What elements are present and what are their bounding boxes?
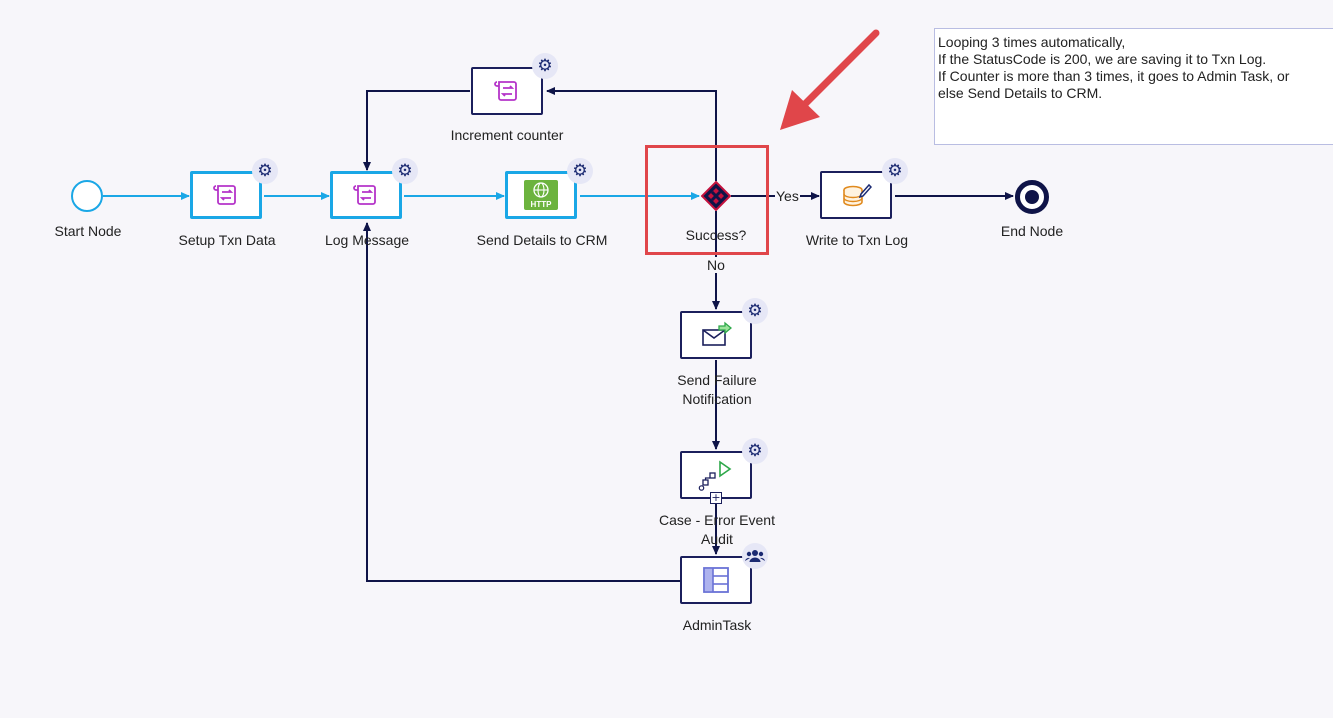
note-line: If the StatusCode is 200, we are saving … bbox=[938, 51, 1267, 67]
gateway-highlight-box bbox=[645, 145, 769, 255]
database-edit-icon bbox=[843, 183, 872, 207]
note-line: else Send Details to CRM. bbox=[938, 85, 1103, 101]
admin-task-label: AdminTask bbox=[682, 617, 752, 633]
task-form-icon bbox=[703, 567, 729, 593]
case-error-event-audit-node[interactable] bbox=[680, 451, 752, 499]
connector-increment-log bbox=[363, 90, 470, 171]
send-details-crm-label: Send Details to CRM bbox=[476, 232, 608, 248]
log-settings-gear-icon[interactable]: ⚙ bbox=[392, 158, 418, 184]
log-message-node[interactable] bbox=[330, 171, 402, 219]
start-node-label: Start Node bbox=[54, 223, 122, 239]
setup-settings-gear-icon[interactable]: ⚙ bbox=[252, 158, 278, 184]
setup-txn-data-node[interactable] bbox=[190, 171, 262, 219]
admin-task-node[interactable] bbox=[680, 556, 752, 604]
http-icon-text: HTTP bbox=[531, 200, 553, 209]
subprocess-expand-icon[interactable]: + bbox=[710, 491, 722, 504]
subprocess-icon bbox=[698, 460, 732, 491]
setup-txn-data-label: Setup Txn Data bbox=[178, 232, 276, 248]
increment-settings-gear-icon[interactable]: ⚙ bbox=[532, 53, 558, 79]
increment-counter-label: Increment counter bbox=[450, 127, 564, 143]
write-txn-log-label: Write to Txn Log bbox=[805, 232, 909, 248]
annotation-red-arrow bbox=[780, 29, 880, 130]
case-audit-label-line1: Case - Error Event bbox=[659, 512, 775, 528]
end-node-label: End Node bbox=[1000, 223, 1064, 239]
edge-yes-label: Yes bbox=[775, 188, 800, 204]
increment-counter-node[interactable] bbox=[471, 67, 543, 115]
script-icon bbox=[213, 185, 236, 205]
annotation-note-box[interactable]: Looping 3 times automatically, If the St… bbox=[934, 28, 1333, 145]
write-txn-log-node[interactable] bbox=[820, 171, 892, 219]
script-icon bbox=[353, 185, 376, 205]
end-dot bbox=[1025, 190, 1039, 204]
failure-settings-gear-icon[interactable]: ⚙ bbox=[742, 298, 768, 324]
success-gateway-diamond[interactable] bbox=[701, 181, 731, 211]
script-icon bbox=[494, 81, 517, 101]
start-node-event[interactable] bbox=[71, 180, 103, 212]
crm-settings-gear-icon[interactable]: ⚙ bbox=[567, 158, 593, 184]
email-send-icon bbox=[702, 321, 732, 346]
http-icon: HTTP bbox=[524, 180, 558, 210]
log-message-label: Log Message bbox=[324, 232, 410, 248]
admin-task-users-icon[interactable] bbox=[742, 543, 768, 569]
note-line: If Counter is more than 3 times, it goes… bbox=[938, 68, 1290, 84]
edge-no-label: No bbox=[707, 257, 725, 273]
note-line: Looping 3 times automatically, bbox=[938, 34, 1126, 50]
success-gateway-label: Success? bbox=[685, 227, 747, 243]
send-failure-label-line1: Send Failure bbox=[677, 372, 757, 388]
case-settings-gear-icon[interactable]: ⚙ bbox=[742, 438, 768, 464]
end-node-event[interactable] bbox=[1015, 180, 1049, 214]
case-audit-label-line2: Audit bbox=[701, 531, 733, 547]
write-log-settings-gear-icon[interactable]: ⚙ bbox=[882, 158, 908, 184]
connector-gateway-increment bbox=[546, 87, 717, 181]
send-failure-label-line2: Notification bbox=[682, 391, 752, 407]
send-details-crm-node[interactable]: HTTP bbox=[505, 171, 577, 219]
send-failure-notification-node[interactable] bbox=[680, 311, 752, 359]
connector-admin-log bbox=[363, 222, 680, 582]
